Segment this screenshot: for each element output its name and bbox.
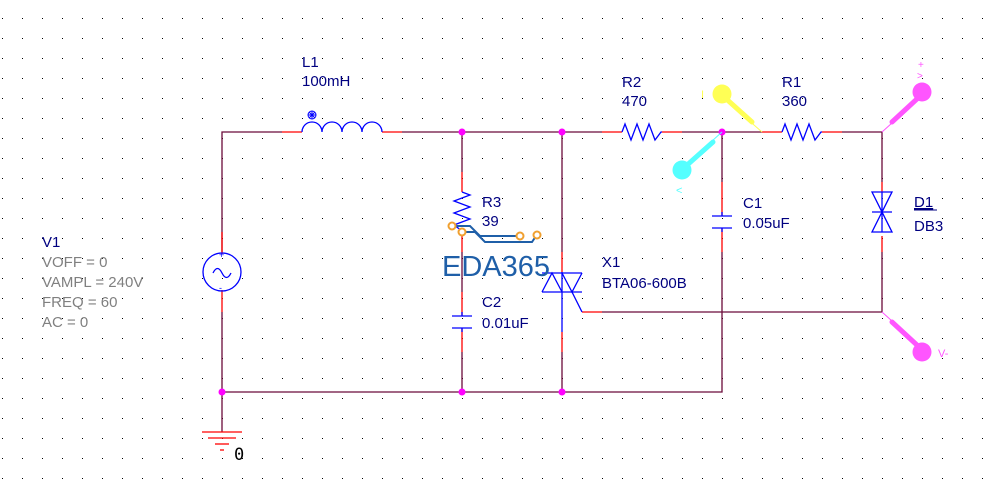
diac-d1[interactable]: D1 DB3 <box>870 191 943 235</box>
resistor-zigzag-icon <box>781 122 822 142</box>
l1-ref: L1 <box>302 54 319 71</box>
l1-value: 100mH <box>302 73 350 90</box>
c1-value: 0.05uF <box>743 215 790 232</box>
probe-stem <box>889 95 921 125</box>
junction-dot <box>458 128 466 136</box>
wire-bottom[interactable] <box>221 252 723 393</box>
ground-net-label: 0 <box>234 445 244 465</box>
junction-dot <box>558 128 566 136</box>
resistor-r1[interactable]: R1 360 <box>781 74 822 142</box>
capacitor-c1[interactable]: C1 0.05uF <box>712 195 790 232</box>
v1-param-ac: AC = 0 <box>42 314 88 331</box>
triac-x1[interactable]: X1 BTA06-600B <box>541 254 687 332</box>
triac-icon <box>541 271 583 332</box>
v1-param-freq: FREQ = 60 <box>42 294 117 311</box>
v1-param-vampl: VAMPL = 240V <box>42 274 143 291</box>
capacitor-c2[interactable]: C2 0.01uF <box>452 294 529 332</box>
diac-icon <box>870 191 894 233</box>
probe-label: V- <box>938 348 949 360</box>
eda365-watermark: EDA365 <box>442 221 550 283</box>
probe-sign: + <box>918 60 924 71</box>
pcb-trace-logo-icon <box>447 221 542 243</box>
c1-ref: C1 <box>743 195 762 212</box>
probe-head <box>912 82 932 102</box>
c2-value: 0.01uF <box>482 315 529 332</box>
wire-top-left[interactable] <box>221 131 282 252</box>
v1-param-voff: VOFF = 0 <box>42 254 107 271</box>
probe-label-v-icon: > <box>917 71 923 82</box>
probe-stem <box>683 139 716 169</box>
junction-dot <box>458 388 466 396</box>
probe-head <box>712 84 732 104</box>
capacitor-plates-icon <box>712 212 732 232</box>
junction-dot <box>218 388 226 396</box>
ground-icon <box>202 431 242 451</box>
r2-value: 470 <box>622 93 647 110</box>
watermark-text: EDA365 <box>442 251 550 283</box>
voltage-probe-marker[interactable]: < <box>672 131 723 197</box>
resistor-zigzag-icon <box>621 122 662 142</box>
inductor-l1[interactable]: L1 100mH <box>301 54 383 133</box>
r3-ref: R3 <box>482 194 501 211</box>
d1-value: DB3 <box>914 218 943 235</box>
x1-value: BTA06-600B <box>602 275 687 292</box>
probe-label: I <box>701 89 704 101</box>
minus-sign: - <box>219 283 222 293</box>
polarity-dot-icon <box>307 110 317 120</box>
inductor-coil-icon <box>301 121 383 133</box>
x1-ref: X1 <box>602 254 620 271</box>
capacitor-plates-icon <box>452 312 472 332</box>
resistor-r2[interactable]: R2 470 <box>621 74 662 142</box>
r1-ref: R1 <box>782 74 801 91</box>
plus-sign: + <box>219 250 224 260</box>
r1-value: 360 <box>782 93 807 110</box>
r2-ref: R2 <box>622 74 641 91</box>
v1-ref: V1 <box>42 234 60 251</box>
vsin-source-v1[interactable]: + - V1 VOFF = 0 VAMPL = 240V FREQ = 60 A… <box>42 234 242 331</box>
diff-voltage-probe-plus[interactable]: + > <box>881 60 932 133</box>
ground-symbol[interactable]: 0 <box>202 431 244 465</box>
sine-wave-icon <box>212 267 232 279</box>
d1-ref: D1 <box>914 194 933 211</box>
probe-head <box>912 342 932 362</box>
current-probe-marker[interactable]: I <box>701 84 763 133</box>
probe-label: < <box>676 185 682 197</box>
probe-stem <box>889 319 921 349</box>
ac-source-icon <box>202 252 242 292</box>
probe-head <box>672 160 692 180</box>
r3-value: 39 <box>482 213 499 230</box>
junction-dot <box>558 388 566 396</box>
diff-voltage-probe-minus[interactable]: V- <box>881 311 949 362</box>
c2-ref: C2 <box>482 294 501 311</box>
